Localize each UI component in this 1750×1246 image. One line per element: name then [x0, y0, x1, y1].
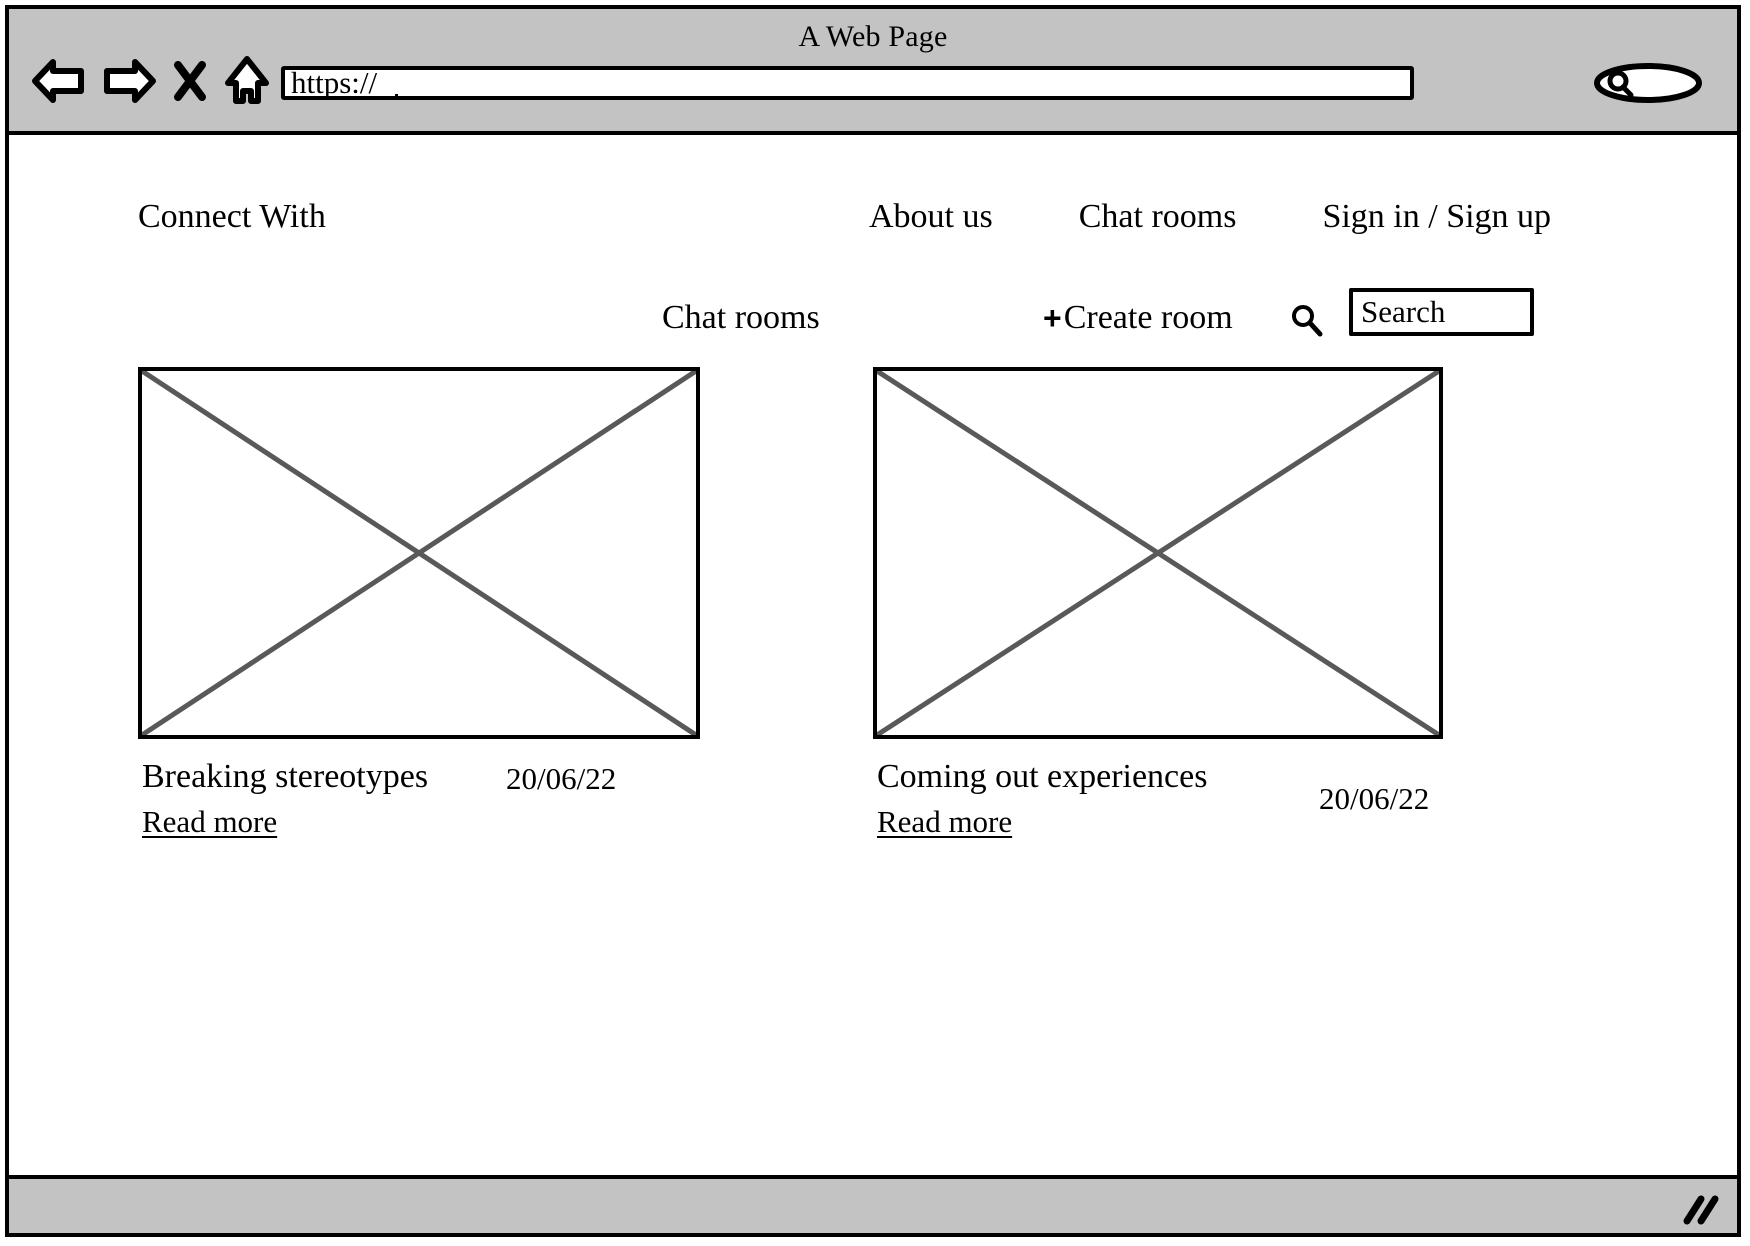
card-title: Coming out experiences — [877, 758, 1208, 795]
section-title: Chat rooms — [662, 299, 820, 336]
browser-nav-controls — [31, 55, 271, 107]
placeholder-image-cross-icon — [873, 367, 1443, 739]
card-date: 20/06/22 — [506, 761, 617, 796]
url-text: https:// — [291, 66, 378, 100]
page-canvas: Connect With About us Chat rooms Sign in… — [9, 135, 1737, 1175]
chat-room-card[interactable]: Coming out experiences 20/06/22 Read mor… — [873, 367, 1443, 839]
placeholder-image-cross-icon — [138, 367, 700, 739]
main-nav: About us Chat rooms Sign in / Sign up — [869, 195, 1551, 239]
magnifier-icon — [1607, 70, 1634, 98]
chat-room-card[interactable]: Breaking stereotypes 20/06/22 Read more — [138, 367, 700, 839]
plus-icon: + — [1043, 300, 1062, 336]
read-more-link[interactable]: Read more — [877, 804, 1013, 839]
forward-arrow-icon[interactable] — [101, 57, 157, 105]
nav-link-sign-in-sign-up[interactable]: Sign in / Sign up — [1322, 198, 1552, 235]
resize-grip-icon[interactable] — [1681, 1193, 1721, 1227]
create-room-label: Create room — [1063, 299, 1233, 336]
window-title: A Web Page — [798, 20, 948, 53]
create-room-button[interactable]: + Create room — [1043, 295, 1233, 341]
chrome-search-field[interactable] — [1593, 62, 1703, 104]
search-input[interactable]: Search — [1349, 288, 1534, 336]
browser-chrome: A Web Page — [9, 9, 1737, 135]
card-date: 20/06/22 — [1319, 781, 1430, 816]
card-meta: Coming out experiences 20/06/22 Read mor… — [873, 755, 1443, 839]
status-bar — [9, 1175, 1737, 1233]
browser-window: A Web Page — [5, 5, 1741, 1237]
search-input-value: Search — [1361, 294, 1446, 329]
search-icon[interactable] — [1289, 303, 1323, 337]
toolbar: Chat rooms + Create room Search — [9, 288, 1737, 355]
url-caret — [395, 94, 398, 96]
nav-link-chat-rooms[interactable]: Chat rooms — [1078, 198, 1237, 235]
back-arrow-icon[interactable] — [31, 57, 87, 105]
home-icon[interactable] — [223, 55, 271, 107]
stop-x-icon[interactable] — [171, 57, 209, 105]
card-meta: Breaking stereotypes 20/06/22 Read more — [138, 755, 700, 839]
nav-link-about-us[interactable]: About us — [869, 198, 993, 235]
read-more-link[interactable]: Read more — [142, 804, 278, 839]
site-header: Connect With About us Chat rooms Sign in… — [9, 195, 1737, 251]
page-title: Connect With — [138, 198, 326, 235]
card-title: Breaking stereotypes — [142, 758, 429, 795]
url-bar[interactable]: https:// — [281, 66, 1414, 100]
